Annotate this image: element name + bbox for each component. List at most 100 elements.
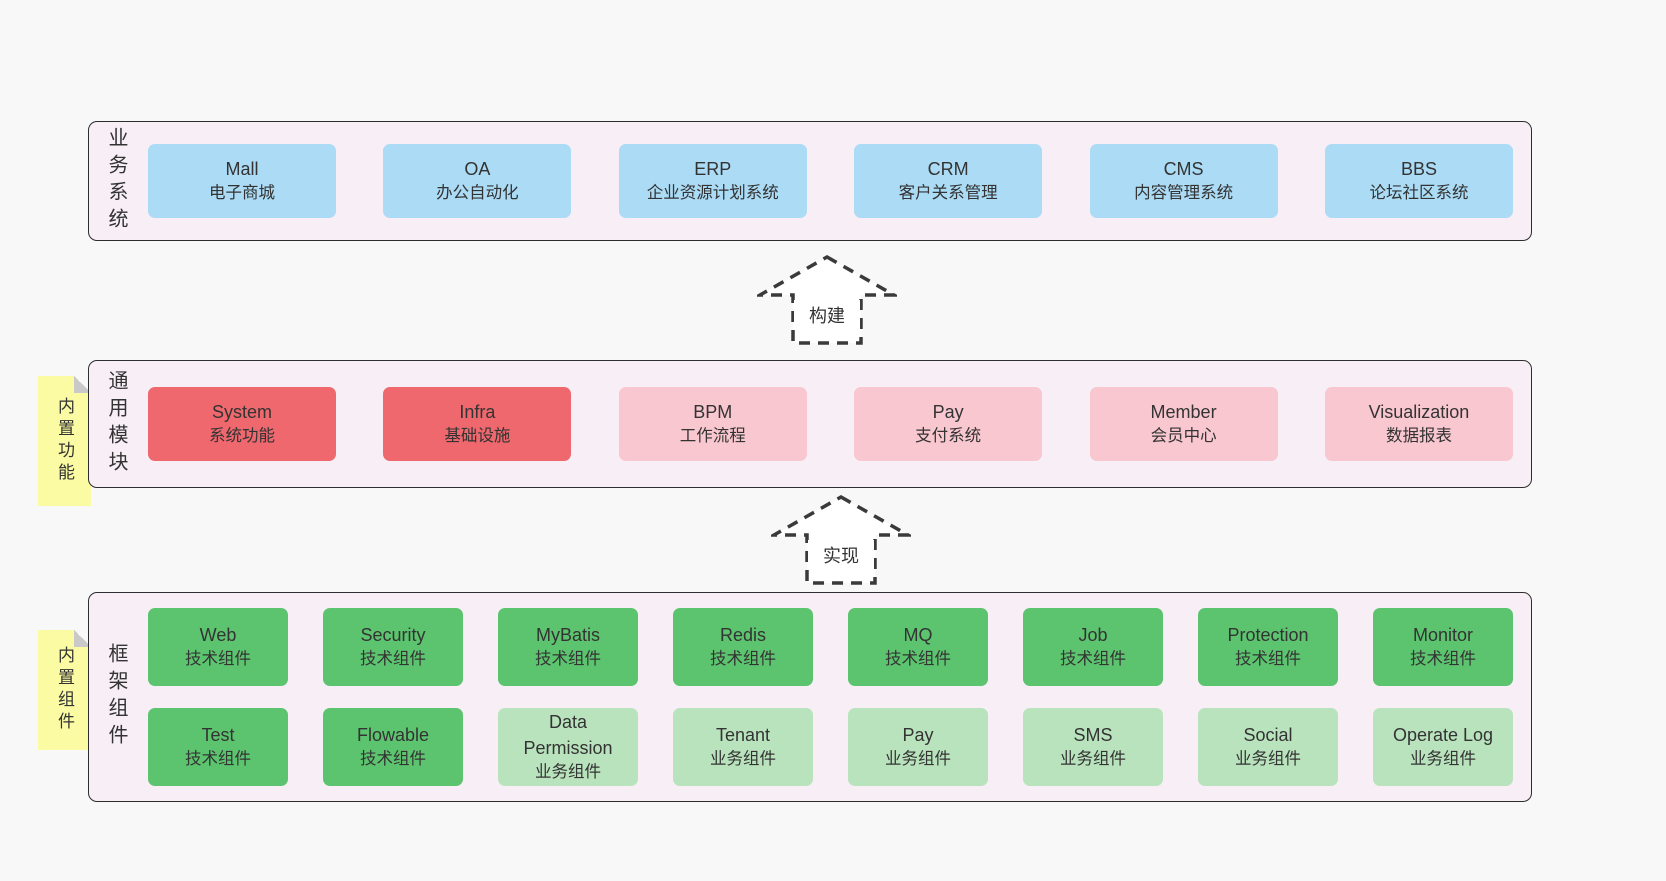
sticky-note-builtin-components: 内置组件: [38, 630, 91, 750]
box-subtitle: 基础设施: [444, 427, 511, 446]
box-visualization: Visualization 数据报表: [1324, 387, 1513, 461]
box-oa: OA 办公自动化: [383, 144, 572, 218]
box-subtitle: 业务组件: [535, 763, 601, 782]
box-subtitle: 数据报表: [1385, 427, 1452, 446]
build-arrow-label: 构建: [809, 306, 845, 326]
box-subtitle: 业务组件: [885, 750, 951, 769]
box-subtitle: 办公自动化: [436, 184, 519, 203]
box-subtitle: 业务组件: [1060, 750, 1126, 769]
box-crm: CRM 客户关系管理: [854, 144, 1043, 218]
box-title: BBS: [1400, 158, 1437, 179]
box-data-permission: Data Permission 业务组件: [498, 708, 638, 786]
box-mq: MQ 技术组件: [848, 608, 988, 686]
box-title: BPM: [693, 401, 733, 422]
box-title: Protection: [1227, 624, 1309, 645]
box-bbs: BBS 论坛社区系统: [1324, 144, 1513, 218]
box-title: Tenant: [715, 724, 771, 745]
framework-components-box-row-2: Test 技术组件 Flowable 技术组件 Data Permission …: [126, 708, 1531, 786]
box-subtitle: 企业资源计划系统: [646, 184, 779, 203]
sticky-note-label: 内置组件: [55, 646, 74, 734]
box-subtitle: 技术组件: [1235, 650, 1301, 669]
box-subtitle: 电子商城: [209, 184, 275, 203]
panel-label-framework-components: 框架组件: [105, 643, 127, 751]
implement-arrow: 实现: [771, 494, 911, 586]
box-subtitle: 支付系统: [915, 427, 982, 446]
up-arrow-icon: 构建: [757, 254, 897, 345]
box-subtitle: 技术组件: [360, 650, 426, 669]
box-title: Data Permission: [523, 711, 613, 759]
box-title: Redis: [719, 624, 767, 645]
box-subtitle: 技术组件: [185, 650, 251, 669]
panel-common-modules: 通用模块 System 系统功能 Infra 基础设施 BPM 工作流程 Pay…: [88, 360, 1532, 488]
panel-business-systems: 业务系统 Mall 电子商城 OA 办公自动化 ERP 企业资源计划系统 CRM…: [88, 121, 1532, 241]
box-mybatis: MyBatis 技术组件: [498, 608, 638, 686]
framework-components-box-row-1: Web 技术组件 Security 技术组件 MyBatis 技术组件 Redi…: [126, 608, 1531, 686]
box-title: CRM: [927, 158, 969, 179]
box-subtitle: 工作流程: [679, 427, 746, 446]
box-job: Job 技术组件: [1023, 608, 1163, 686]
box-title: SMS: [1073, 724, 1113, 745]
box-subtitle: 客户关系管理: [898, 184, 998, 203]
box-subtitle: 业务组件: [1235, 750, 1301, 769]
build-arrow: 构建: [757, 254, 897, 346]
box-pay: Pay 支付系统: [854, 387, 1043, 461]
box-title: OA: [464, 158, 491, 179]
up-arrow-icon: 实现: [771, 494, 911, 585]
box-subtitle: 系统功能: [209, 427, 275, 446]
box-operate-log: Operate Log 业务组件: [1373, 708, 1513, 786]
box-web: Web 技术组件: [148, 608, 288, 686]
box-subtitle: 技术组件: [1410, 650, 1476, 669]
box-system: System 系统功能: [148, 387, 336, 461]
box-tenant: Tenant 业务组件: [673, 708, 813, 786]
box-sms: SMS 业务组件: [1023, 708, 1163, 786]
box-subtitle: 技术组件: [535, 650, 601, 669]
box-redis: Redis 技术组件: [673, 608, 813, 686]
box-title: MyBatis: [535, 624, 600, 645]
box-title: Pay: [902, 724, 934, 745]
box-title: ERP: [694, 158, 732, 179]
box-title: Flowable: [356, 724, 430, 745]
box-pay-biz: Pay 业务组件: [848, 708, 988, 786]
implement-arrow-label: 实现: [823, 546, 859, 566]
box-title: Web: [199, 624, 237, 645]
box-title: Test: [201, 724, 235, 745]
sticky-note-label: 内置功能: [55, 397, 74, 485]
box-subtitle: 内容管理系统: [1134, 184, 1234, 203]
box-subtitle: 技术组件: [885, 650, 951, 669]
box-infra: Infra 基础设施: [383, 387, 572, 461]
sticky-note-builtin-features: 内置功能: [38, 376, 91, 506]
box-subtitle: 技术组件: [1060, 650, 1126, 669]
box-title: Social: [1243, 724, 1293, 745]
box-title: MQ: [903, 624, 933, 645]
box-title: Operate Log: [1392, 724, 1494, 745]
panel-label-business-systems: 业务系统: [105, 127, 127, 235]
panel-framework-components: 框架组件 Web 技术组件 Security 技术组件 MyBatis 技术组件…: [88, 592, 1532, 802]
box-test: Test 技术组件: [148, 708, 288, 786]
box-title: Member: [1150, 401, 1217, 422]
box-protection: Protection 技术组件: [1198, 608, 1338, 686]
box-title: Visualization: [1368, 401, 1470, 422]
box-subtitle: 技术组件: [710, 650, 776, 669]
box-social: Social 业务组件: [1198, 708, 1338, 786]
box-subtitle: 会员中心: [1150, 427, 1217, 446]
framework-components-grid: Web 技术组件 Security 技术组件 MyBatis 技术组件 Redi…: [126, 608, 1531, 786]
business-systems-box-row: Mall 电子商城 OA 办公自动化 ERP 企业资源计划系统 CRM 客户关系…: [126, 144, 1531, 218]
box-subtitle: 业务组件: [1410, 750, 1476, 769]
box-security: Security 技术组件: [323, 608, 463, 686]
box-subtitle: 论坛社区系统: [1369, 184, 1469, 203]
box-bpm: BPM 工作流程: [618, 387, 807, 461]
common-modules-box-row: System 系统功能 Infra 基础设施 BPM 工作流程 Pay 支付系统…: [126, 387, 1531, 461]
box-subtitle: 技术组件: [360, 750, 426, 769]
box-flowable: Flowable 技术组件: [323, 708, 463, 786]
box-cms: CMS 内容管理系统: [1089, 144, 1278, 218]
box-erp: ERP 企业资源计划系统: [618, 144, 807, 218]
box-subtitle: 技术组件: [185, 750, 251, 769]
box-monitor: Monitor 技术组件: [1373, 608, 1513, 686]
box-title: Pay: [932, 401, 964, 422]
box-subtitle: 业务组件: [710, 750, 776, 769]
panel-label-common-modules: 通用模块: [105, 370, 127, 478]
box-title: Security: [360, 624, 426, 645]
box-title: CMS: [1163, 158, 1204, 179]
box-title: System: [211, 401, 272, 422]
box-title: Infra: [459, 401, 496, 422]
